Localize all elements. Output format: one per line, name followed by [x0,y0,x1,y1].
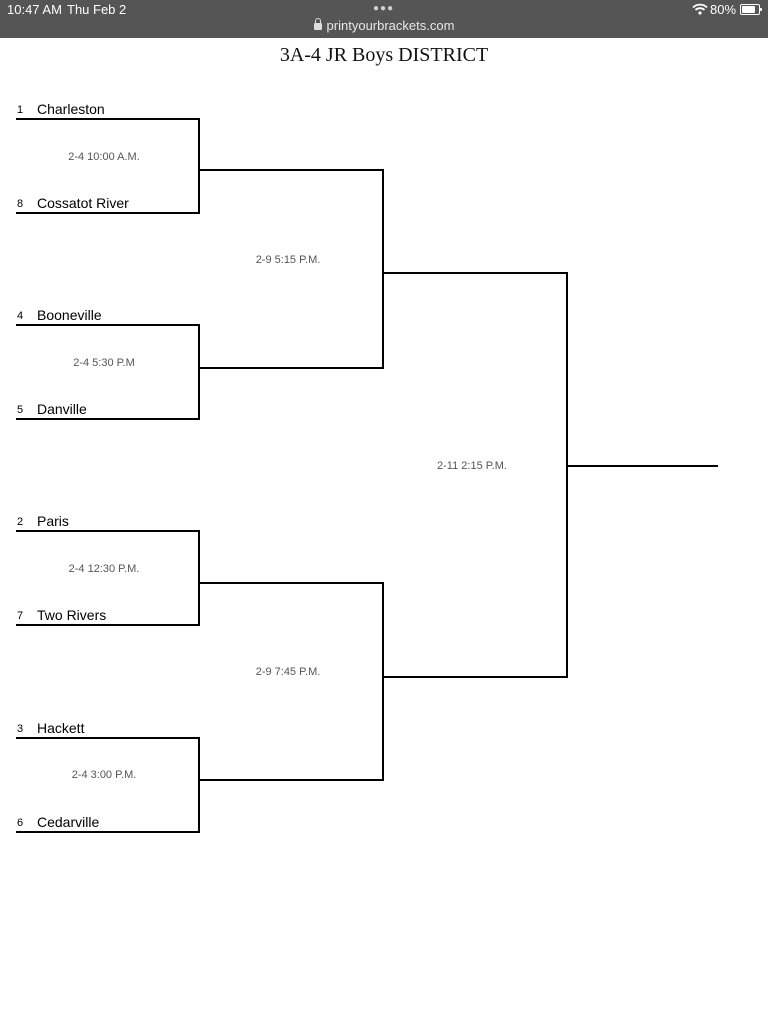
winner-line [382,676,568,678]
status-date: Thu Feb 2 [67,2,127,17]
team-line [16,737,200,739]
team-seed: 6 [17,817,24,829]
team-seed: 3 [17,723,24,735]
wifi-icon [692,3,708,15]
game-time: 2-4 3:00 P.M. [71,769,137,781]
team-line [16,530,200,532]
game-time: 2-9 5:15 P.M. [255,254,321,266]
team-line [16,324,200,326]
connector-line [382,582,384,781]
battery-percent: 80% [710,2,737,17]
champion-line [566,465,718,467]
game-time: 2-11 2:15 P.M. [437,460,507,472]
connector-line [198,118,200,214]
team-name: Paris [37,513,69,529]
team-seed: 2 [17,516,24,528]
game-time: 2-9 7:45 P.M. [255,666,321,678]
team-name: Booneville [37,307,102,323]
winner-line [198,367,384,369]
winner-line [382,272,568,274]
winner-line [198,779,384,781]
team-name: Two Rivers [37,607,107,623]
game-time: 2-4 5:30 P.M [73,357,135,369]
team-line [16,212,200,214]
team-name: Hackett [37,720,85,736]
team-seed: 1 [17,104,24,116]
winner-line [198,582,384,584]
team-seed: 7 [17,610,24,622]
team-name: Danville [37,401,87,417]
team-line [16,831,200,833]
url-text: printyourbrackets.com [326,18,455,33]
bracket-title: 3A-4 JR Boys DISTRICT [279,44,489,66]
game-time: 2-4 12:30 P.M. [68,563,140,575]
team-seed: 4 [17,310,24,322]
lock-icon [313,18,322,30]
connector-line [198,324,200,420]
connector-line [198,737,200,833]
team-line [16,418,200,420]
winner-line [198,169,384,171]
connector-line [198,530,200,626]
team-name: Charleston [37,101,105,117]
team-line [16,624,200,626]
team-name: Cedarville [37,814,100,830]
game-time: 2-4 10:00 A.M. [68,151,140,163]
battery-icon [740,4,762,15]
team-seed: 8 [17,198,24,210]
status-bar: 10:47 AM Thu Feb 2 ●●● printyourbrackets… [0,0,768,38]
status-time: 10:47 AM [7,2,62,17]
more-dots-icon[interactable]: ●●● [373,3,395,14]
team-line [16,118,200,120]
connector-line [382,169,384,369]
connector-line [566,272,568,678]
team-seed: 5 [17,404,24,416]
team-name: Cossatot River [37,195,129,211]
address-bar[interactable]: printyourbrackets.com [0,18,768,33]
